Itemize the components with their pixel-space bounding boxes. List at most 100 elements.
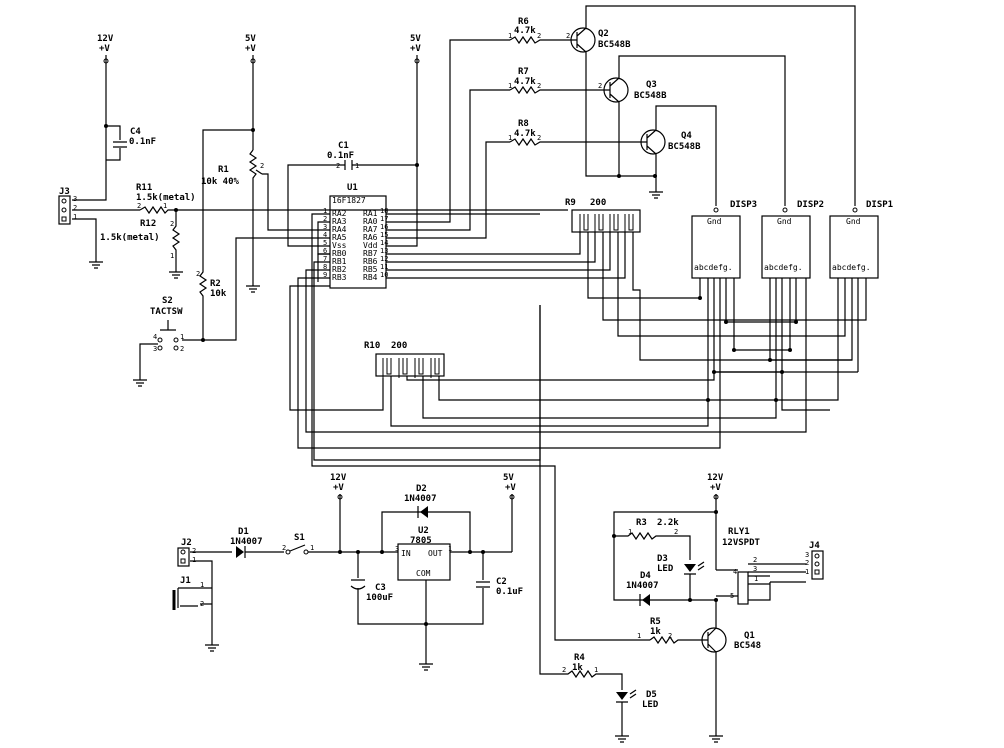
svg-text:10k 40%: 10k 40% xyxy=(201,177,240,187)
svg-text:5V: 5V xyxy=(245,34,256,44)
svg-text:1N4007: 1N4007 xyxy=(626,581,659,591)
svg-text:OUT: OUT xyxy=(428,549,443,558)
svg-text:J1: J1 xyxy=(180,576,191,586)
svg-text:2: 2 xyxy=(805,559,809,567)
transistor-q3: Q3 BC548B 2 xyxy=(598,77,667,103)
ground-s2 xyxy=(133,376,147,387)
power-5v-b: 5V +V xyxy=(410,34,421,64)
svg-text:R10: R10 xyxy=(364,341,380,351)
u1-pin-number: 18 xyxy=(380,207,388,215)
svg-text:1: 1 xyxy=(355,162,359,170)
u1-pin-number: 2 xyxy=(323,215,327,223)
u1-pin-name: RA7 xyxy=(363,225,378,234)
svg-text:7805: 7805 xyxy=(410,536,432,546)
svg-text:R1: R1 xyxy=(218,165,229,175)
svg-text:J4: J4 xyxy=(809,541,820,551)
svg-text:BC548: BC548 xyxy=(734,641,761,651)
svg-text:+V: +V xyxy=(710,483,721,493)
capacitor-c2: C2 0.1uF xyxy=(476,577,523,597)
svg-text:+V: +V xyxy=(245,44,256,54)
svg-text:DISP3: DISP3 xyxy=(730,200,757,210)
svg-text:1.5k(metal): 1.5k(metal) xyxy=(100,233,160,243)
svg-text:+V: +V xyxy=(505,483,516,493)
svg-text:+V: +V xyxy=(410,44,421,54)
resistor-r2: R2 10k 2 xyxy=(196,260,227,340)
svg-text:1: 1 xyxy=(180,333,184,341)
svg-text:IN: IN xyxy=(401,549,411,558)
svg-text:2: 2 xyxy=(566,32,570,40)
svg-text:DISP2: DISP2 xyxy=(797,200,824,210)
svg-text:abcdefg.: abcdefg. xyxy=(694,263,733,272)
u1-pin-number: 12 xyxy=(380,255,388,263)
u1-pin-name: RB7 xyxy=(363,249,378,258)
svg-text:1: 1 xyxy=(508,82,512,90)
svg-text:abcdefg.: abcdefg. xyxy=(764,263,803,272)
diode-d2: D2 1N4007 xyxy=(404,484,437,518)
svg-text:200: 200 xyxy=(391,341,407,351)
transistor-q2: Q2 BC548B 2 xyxy=(566,27,631,53)
svg-text:1: 1 xyxy=(754,575,758,583)
svg-text:Q1: Q1 xyxy=(744,631,755,641)
svg-text:0.1uF: 0.1uF xyxy=(496,587,523,597)
svg-text:3: 3 xyxy=(153,345,157,353)
svg-text:1: 1 xyxy=(508,134,512,142)
u1-pin-name: Vss xyxy=(332,241,347,250)
svg-text:2: 2 xyxy=(336,162,340,170)
ground-r1 xyxy=(246,282,260,293)
svg-text:abcdefg.: abcdefg. xyxy=(832,263,871,272)
svg-text:1: 1 xyxy=(637,632,641,640)
svg-text:C1: C1 xyxy=(338,141,349,151)
svg-text:1N4007: 1N4007 xyxy=(230,537,263,547)
svg-text:R4: R4 xyxy=(574,653,585,663)
u1-pin-number: 10 xyxy=(380,271,388,279)
svg-text:COM: COM xyxy=(416,569,431,578)
svg-text:1k: 1k xyxy=(650,627,661,637)
connector-j2: J2 21 xyxy=(177,538,196,567)
svg-text:1: 1 xyxy=(170,252,174,260)
power-12v-top: 12V +V xyxy=(97,34,114,64)
u1-pin-name: RA5 xyxy=(332,233,347,242)
u1-pin-number: 3 xyxy=(323,223,327,231)
svg-text:J3: J3 xyxy=(59,187,70,197)
power-12v-relay: 12V +V xyxy=(707,473,724,570)
potentiometer-r1: R1 10k 40% 2 xyxy=(201,149,330,282)
wire-c4 xyxy=(106,125,121,140)
svg-text:D1: D1 xyxy=(238,527,249,537)
svg-text:Gnd: Gnd xyxy=(846,217,861,226)
vplus-label: +V xyxy=(99,44,110,54)
svg-text:DISP1: DISP1 xyxy=(866,200,893,210)
svg-text:2: 2 xyxy=(537,134,541,142)
diode-d4: D4 1N4007 xyxy=(626,571,659,606)
svg-text:2: 2 xyxy=(562,666,566,674)
svg-text:D2: D2 xyxy=(416,484,427,494)
u1-pin-name: RA1 xyxy=(363,209,378,218)
svg-text:10k: 10k xyxy=(210,289,227,299)
u1-pin-number: 14 xyxy=(380,239,388,247)
u1-pin-name: Vdd xyxy=(363,241,378,250)
svg-text:12V: 12V xyxy=(707,473,724,483)
u1-pin-number: 8 xyxy=(323,263,327,271)
u1-pin-number: 15 xyxy=(380,231,388,239)
display-disp3: DISP3 Gnd abcdefg. xyxy=(691,200,757,279)
svg-text:R11: R11 xyxy=(136,183,152,193)
svg-text:12VSPDT: 12VSPDT xyxy=(722,538,761,548)
svg-text:1: 1 xyxy=(448,545,452,553)
svg-text:4.7k: 4.7k xyxy=(514,77,536,87)
svg-text:R9: R9 xyxy=(565,198,576,208)
u1-pin-name: RA0 xyxy=(363,217,378,226)
u1-pin-name: RB4 xyxy=(363,273,378,282)
svg-text:R7: R7 xyxy=(518,67,529,77)
svg-text:Gnd: Gnd xyxy=(777,217,792,226)
svg-text:2: 2 xyxy=(537,82,541,90)
svg-text:2: 2 xyxy=(260,162,264,170)
u1-pin-name: RA6 xyxy=(363,233,378,242)
u1-pin-name: RB5 xyxy=(363,265,378,274)
svg-text:C4: C4 xyxy=(130,127,141,137)
u1-pin-name: RB0 xyxy=(332,249,347,258)
